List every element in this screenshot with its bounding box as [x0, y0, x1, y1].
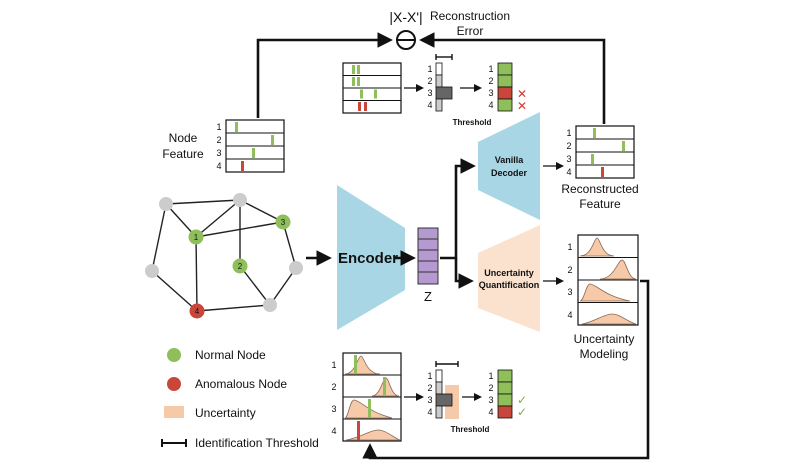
- svg-text:1: 1: [216, 122, 221, 132]
- svg-text:4: 4: [488, 100, 493, 110]
- svg-text:3: 3: [488, 88, 493, 98]
- svg-text:3: 3: [566, 154, 571, 164]
- error-formula: |X-X'|: [389, 9, 422, 25]
- svg-text:Decoder: Decoder: [491, 168, 528, 178]
- legend-threshold-label: Identification Threshold: [195, 436, 319, 450]
- arrow-z-to-uq: [454, 258, 474, 289]
- svg-text:1: 1: [566, 128, 571, 138]
- svg-text:1: 1: [488, 64, 493, 74]
- svg-text:Uncertainty: Uncertainty: [574, 332, 635, 346]
- node-feature-label-line2: Feature: [162, 147, 204, 161]
- svg-text:Modeling: Modeling: [580, 347, 629, 361]
- svg-text:3: 3: [427, 88, 432, 98]
- legend-anomalous-swatch: [167, 377, 181, 391]
- svg-text:2: 2: [488, 76, 493, 86]
- svg-text:Encoder: Encoder: [338, 250, 398, 267]
- latent-z: Z: [417, 227, 439, 304]
- svg-text:Uncertainty: Uncertainty: [484, 268, 534, 278]
- graph-node-2: [232, 258, 248, 274]
- svg-text:4: 4: [216, 161, 221, 171]
- svg-text:Z: Z: [424, 289, 432, 304]
- graph-node: [145, 264, 159, 278]
- vanilla-decoder: Vanilla Decoder: [478, 112, 540, 220]
- cross-icon: ✕: [517, 99, 527, 113]
- encoder: Encoder: [337, 185, 405, 330]
- graph-node: [159, 197, 173, 211]
- svg-text:1: 1: [427, 64, 432, 74]
- svg-text:3: 3: [331, 404, 336, 414]
- uncertainty-quantification: Uncertainty Quantification: [478, 225, 540, 332]
- svg-text:Quantification: Quantification: [479, 280, 540, 290]
- svg-text:3: 3: [281, 218, 286, 227]
- cross-icon: ✕: [517, 87, 527, 101]
- arrow-recon-to-error: [419, 32, 606, 124]
- uncertainty-modeling: 1 2 3 4 Uncertainty Modeling: [567, 234, 639, 361]
- legend: Normal Node Anomalous Node Uncertainty I…: [161, 348, 319, 450]
- svg-text:3: 3: [216, 148, 221, 158]
- svg-text:Feature: Feature: [579, 197, 621, 211]
- node-feature-label-line1: Node: [169, 131, 198, 145]
- graph-node-4: [189, 303, 205, 319]
- svg-text:2: 2: [427, 76, 432, 86]
- svg-text:4: 4: [566, 167, 571, 177]
- svg-text:2: 2: [238, 262, 243, 271]
- error-label-line1: Reconstruction: [430, 9, 510, 23]
- arrow-feature-to-error: [256, 32, 393, 118]
- threshold-bottom-label: Threshold: [451, 425, 490, 434]
- graph-node: [289, 261, 303, 275]
- graph-node: [263, 298, 277, 312]
- threshold-top: 1 2 3 4 Threshold 1 2 3 4 ✕ ✕: [342, 54, 527, 127]
- check-icon: ✓: [517, 405, 527, 419]
- graph-node: [233, 193, 247, 207]
- svg-text:2: 2: [567, 265, 572, 275]
- legend-uncertainty-swatch: [164, 406, 184, 418]
- svg-text:4: 4: [331, 426, 336, 436]
- legend-anomalous-label: Anomalous Node: [195, 377, 287, 391]
- reconstruction-error: |X-X'| Reconstruction Error: [389, 9, 510, 50]
- arrow-z-to-decoder: [440, 158, 476, 260]
- svg-text:2: 2: [566, 141, 571, 151]
- svg-text:1: 1: [194, 233, 199, 242]
- reconstructed-feature-table: 1 2 3 4 Reconstructed Feature: [561, 125, 639, 211]
- svg-text:4: 4: [195, 307, 200, 316]
- legend-normal-label: Normal Node: [195, 348, 266, 362]
- legend-uncertainty-label: Uncertainty: [195, 406, 256, 420]
- svg-text:Reconstructed: Reconstructed: [561, 182, 638, 196]
- svg-text:2: 2: [331, 382, 336, 392]
- graph-node-3: [275, 214, 291, 230]
- svg-text:1: 1: [488, 371, 493, 381]
- svg-text:Vanilla: Vanilla: [495, 155, 525, 165]
- svg-text:1: 1: [567, 242, 572, 252]
- svg-text:1: 1: [331, 360, 336, 370]
- svg-text:4: 4: [567, 310, 572, 320]
- svg-text:4: 4: [427, 100, 432, 110]
- svg-text:3: 3: [427, 395, 432, 405]
- svg-text:1: 1: [427, 371, 432, 381]
- svg-text:2: 2: [216, 135, 221, 145]
- threshold-top-label: Threshold: [453, 118, 492, 127]
- node-feature-table: Node Feature 1 2 3 4: [162, 119, 285, 173]
- check-icon: ✓: [517, 393, 527, 407]
- svg-text:3: 3: [567, 287, 572, 297]
- graph: 1 2 3 4: [145, 193, 303, 319]
- error-label-line2: Error: [457, 24, 484, 38]
- graph-node-1: [188, 229, 204, 245]
- svg-text:4: 4: [427, 407, 432, 417]
- svg-text:4: 4: [488, 407, 493, 417]
- threshold-bottom: 1 2 3 4 Threshold 1 2 3 4 ✓ ✓: [404, 361, 527, 434]
- legend-normal-swatch: [167, 348, 181, 362]
- svg-text:3: 3: [488, 395, 493, 405]
- svg-text:2: 2: [488, 383, 493, 393]
- bottom-distributions: 1 2 3 4: [331, 352, 402, 442]
- arrow-modeling-to-bottom: [362, 279, 650, 460]
- svg-text:2: 2: [427, 383, 432, 393]
